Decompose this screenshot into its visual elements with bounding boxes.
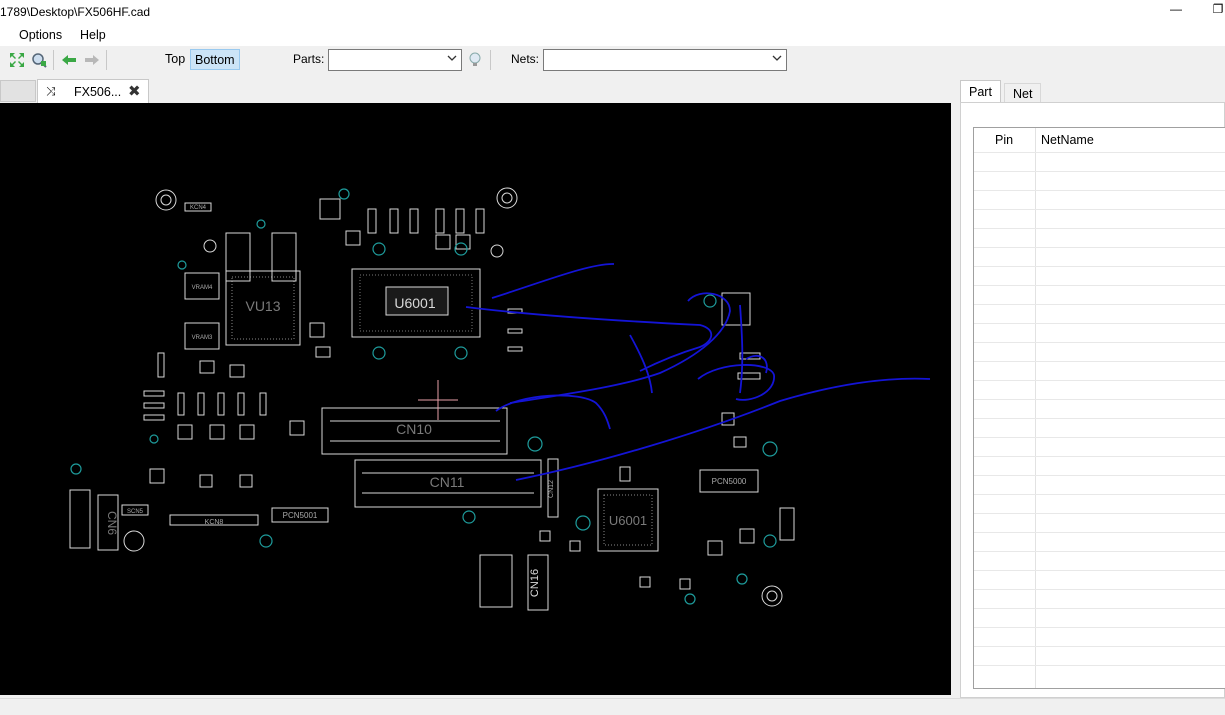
label-scn5: SCN5: [127, 509, 144, 515]
properties-panel: Part Net Pin NetName: [960, 80, 1225, 698]
tab-blank[interactable]: [0, 80, 36, 102]
chevron-down-icon: [447, 53, 457, 66]
board-canvas[interactable]: U6001 VU13 CN10 CN11 CN6 CN16 CN12 U6001…: [0, 103, 951, 695]
label-kcn8: KCN8: [205, 519, 224, 526]
toolbar-separator: [106, 50, 107, 70]
column-header-netname[interactable]: NetName: [1041, 133, 1094, 147]
cn10-outline: [321, 407, 508, 455]
bottom-layer-button[interactable]: Bottom: [190, 49, 240, 70]
window-title: 1789\Desktop\FX506HF.cad: [0, 5, 151, 19]
cn6-outline: [69, 489, 91, 549]
fit-board-icon[interactable]: [8, 51, 26, 69]
cpu-chip-outline: [351, 268, 481, 338]
cn12-outline: [547, 458, 559, 518]
close-icon[interactable]: ✖: [128, 83, 141, 100]
board-drawing: U6001 VU13 CN10 CN11 CN6 CN16 CN12 U6001…: [69, 187, 931, 611]
cn11-outline: [354, 459, 542, 508]
label-cn6: CN6: [105, 511, 119, 535]
label-cn16: CN16: [529, 569, 541, 597]
label-vram4: VRAM4: [192, 285, 213, 291]
toolbar: Top Bottom Parts: Nets:: [0, 46, 1225, 74]
label-pcn5000: PCN5000: [712, 477, 747, 486]
highlight-bulb-icon[interactable]: [466, 51, 484, 69]
label-pcn5001: PCN5001: [283, 511, 318, 520]
label-vu13: VU13: [245, 298, 280, 314]
top-layer-button[interactable]: Top: [165, 52, 186, 66]
document-tabstrip: ⤨ FX506... ✖: [0, 79, 955, 103]
grid-column-divider: [1035, 128, 1036, 688]
kcn8-outline: [169, 514, 259, 526]
pcn5000-outline: [699, 469, 759, 493]
label-kcn4: KCN4: [190, 205, 207, 211]
column-header-pin[interactable]: Pin: [995, 133, 1014, 147]
tab-document[interactable]: ⤨ FX506... ✖: [37, 79, 149, 103]
pcn5001-outline: [271, 507, 329, 523]
minimize-button[interactable]: —: [1170, 2, 1182, 16]
back-arrow-icon[interactable]: [60, 51, 78, 69]
label-u6001-cpu: U6001: [394, 295, 435, 311]
tab-document-label: FX506...: [74, 85, 122, 99]
pin-grid[interactable]: Pin NetName: [973, 127, 1225, 689]
menu-options[interactable]: Options: [19, 28, 63, 42]
part-tab-body: Pin NetName: [960, 102, 1225, 698]
toolbar-separator: [53, 50, 54, 70]
tab-part[interactable]: Part: [960, 80, 1001, 103]
label-cn10: CN10: [396, 421, 432, 437]
forward-arrow-icon[interactable]: [83, 51, 101, 69]
vram3-outline: [184, 322, 220, 350]
label-vram3: VRAM3: [192, 335, 213, 341]
menu-bar: Options Help: [0, 24, 1225, 46]
zoom-to-part-icon[interactable]: [30, 51, 48, 69]
tab-net[interactable]: Net: [1004, 83, 1042, 103]
title-bar: 1789\Desktop\FX506HF.cad — ❐: [0, 0, 1225, 24]
status-bar: [0, 698, 1225, 715]
label-u6001-pch: U6001: [609, 513, 647, 528]
label-cn11: CN11: [430, 474, 465, 490]
menu-help[interactable]: Help: [80, 28, 106, 42]
gpu-chip-outline: [225, 270, 301, 346]
toolbar-separator: [490, 50, 491, 70]
vram4-outline: [184, 272, 220, 300]
label-cn12: CN12: [548, 480, 555, 498]
nets-label: Nets:: [511, 52, 540, 66]
pch-chip-outline: [597, 488, 659, 552]
parts-combo[interactable]: [328, 49, 462, 71]
nets-combo[interactable]: [543, 49, 787, 71]
grid-header-divider: [974, 152, 1225, 153]
cn16-outline: [527, 554, 549, 611]
chevron-down-icon: [772, 53, 782, 66]
parts-label: Parts:: [293, 52, 325, 66]
restore-button[interactable]: ❐: [1212, 2, 1224, 16]
shuffle-icon: ⤨: [46, 84, 56, 98]
